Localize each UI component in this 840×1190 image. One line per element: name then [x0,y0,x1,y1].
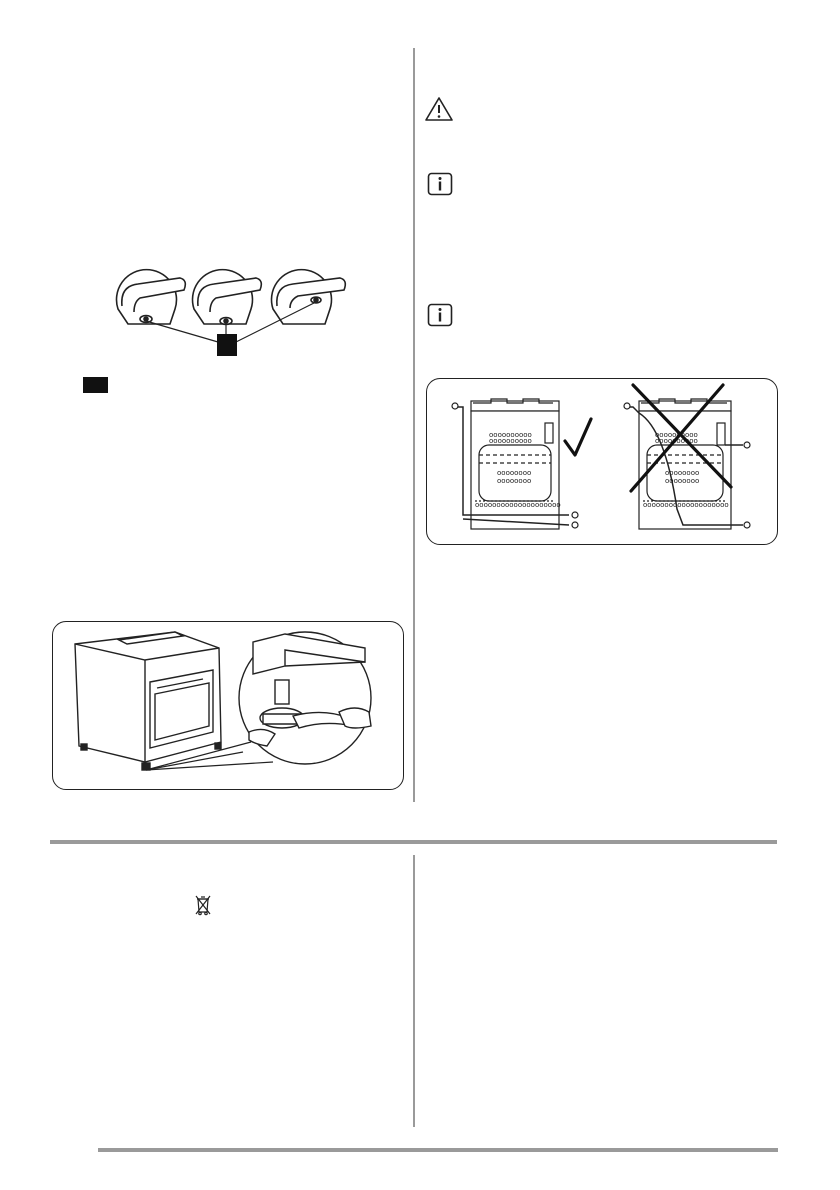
svg-text:oooooooooooooooooooo: oooooooooooooooooooo [643,501,729,509]
warning-triangle-icon [424,95,454,123]
knob-illustration-3 [270,268,347,325]
svg-text:oooooooo: oooooooo [497,469,531,477]
info-icon-2 [427,303,453,327]
section-divider [50,840,777,844]
svg-text:oooooooo: oooooooo [497,477,531,485]
bottom-column-divider [413,855,415,1127]
burner-knobs-figure [100,264,370,364]
svg-text:oooooooooo: oooooooooo [489,431,532,439]
top-column-divider [413,48,415,802]
check-mark [563,417,593,457]
cable-routing-figure: oooooooooo oooooooooo oooooooo oooooooo … [426,378,778,545]
svg-text:oooooooooo: oooooooooo [489,437,532,445]
svg-text:oooooooooooooooooooo: oooooooooooooooooooo [475,501,561,509]
page-footer-rule [98,1148,778,1152]
knob-illustration-1 [115,268,187,325]
correct-routing [451,398,579,530]
crossed-out-wheelie-bin-icon [193,894,213,916]
cross-mark [629,383,733,493]
incorrect-routing [623,398,751,530]
knob-illustration-2 [191,268,263,326]
levelling-feet-figure [52,621,404,790]
svg-text:oooooooo: oooooooo [665,469,699,477]
info-icon [427,172,453,196]
svg-text:oooooooo: oooooooo [665,477,699,485]
callout-marker [83,377,108,393]
svg-text:oooooooooo: oooooooooo [655,431,698,439]
